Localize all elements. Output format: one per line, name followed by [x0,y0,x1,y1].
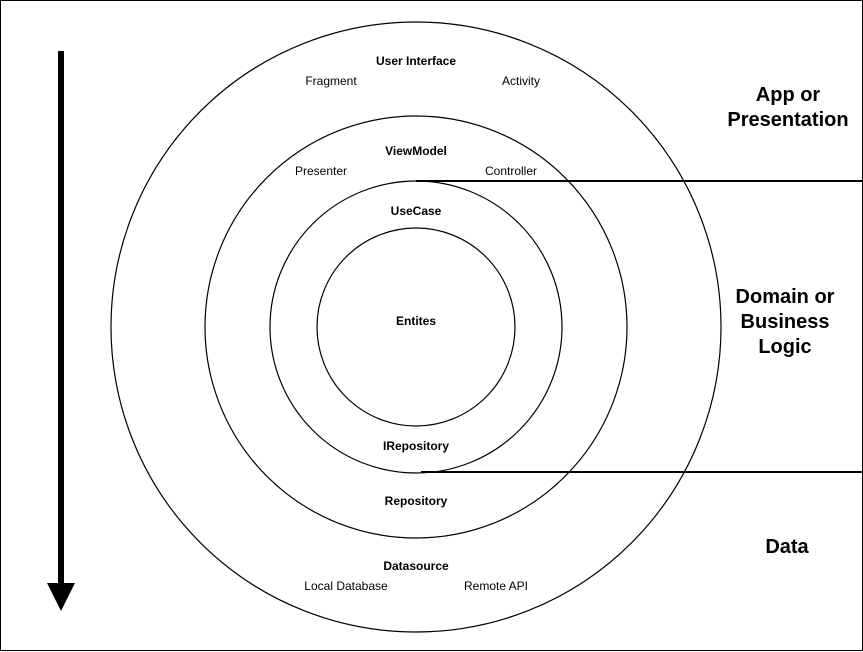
outer-ring-item-activity: Activity [501,74,541,88]
layer-label-data: Data [765,536,809,558]
layer-label-domain: Domain or Business Logic [735,286,835,358]
viewmodel-ring-title: ViewModel [385,144,447,158]
viewmodel-ring-item-controller: Controller [484,164,538,178]
outer-ring-item-fragment: Fragment [305,74,357,88]
outer-ring-item-local-database: Local Database [304,579,388,593]
usecase-ring-title: UseCase [390,204,442,218]
viewmodel-ring-item-presenter: Presenter [294,164,348,178]
outer-ring-title: User Interface [375,54,457,68]
layer-label-app: App or Presentation [727,84,849,131]
arrow-down-icon [47,51,75,611]
outer-ring-item-remote-api: Remote API [463,579,529,593]
usecase-ring-bottom-title: IRepository [382,439,450,453]
ring-viewmodel [204,115,628,539]
core-title: Entites [395,314,437,328]
outer-ring-bottom-title: Datasource [383,559,449,573]
ring-core [316,227,516,427]
viewmodel-ring-bottom-title: Repository [384,494,448,508]
ring-outer [110,21,722,633]
